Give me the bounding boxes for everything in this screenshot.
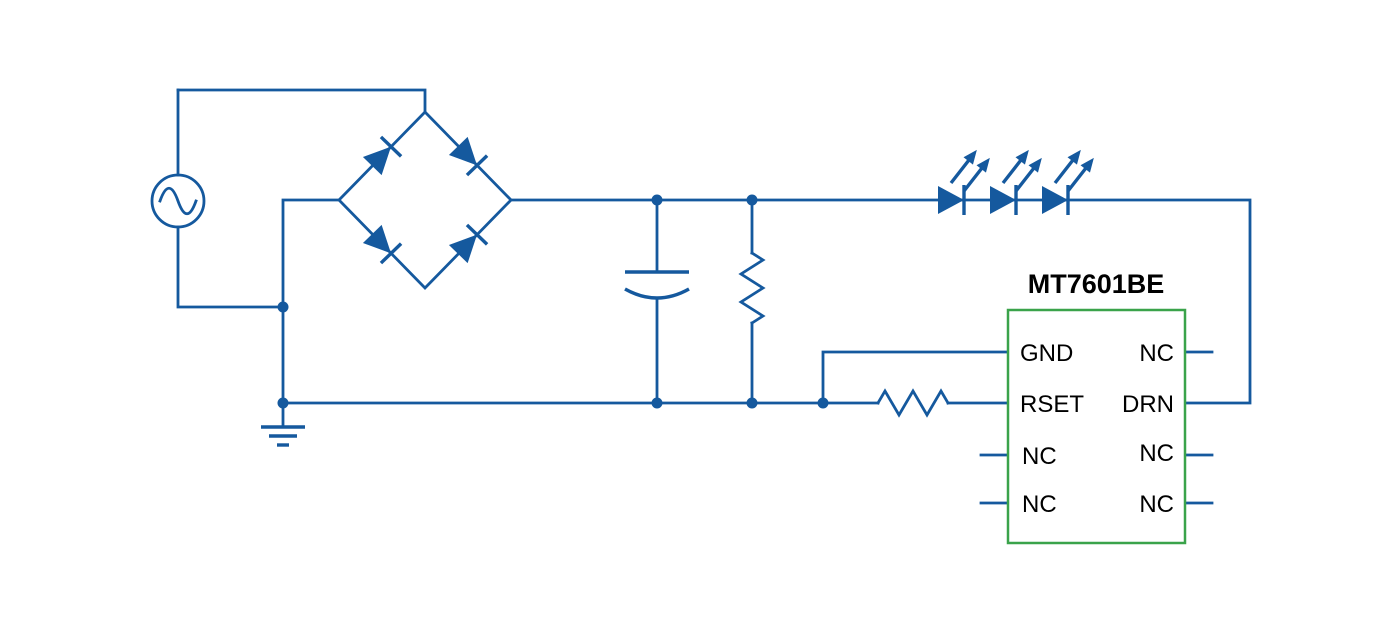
capacitor-bottom-plate: [624, 287, 690, 300]
diode-cathode-bar: [379, 242, 403, 265]
resistor-zigzag: [876, 388, 950, 418]
junction-dot: [277, 301, 289, 313]
led: [938, 149, 990, 215]
pin-label-rset: RSET: [1020, 391, 1084, 418]
emission-arrow-icon: [949, 149, 977, 185]
wire-segment: [281, 198, 341, 405]
emission-arrow-icon: [962, 157, 990, 193]
led-triangle: [1042, 186, 1068, 214]
diode-top-right: [448, 136, 489, 177]
diode-bottom-left: [362, 224, 403, 265]
arrow-head: [1080, 157, 1094, 173]
bridge-rectifier: [337, 109, 513, 291]
arrow-shaft: [962, 166, 984, 193]
diode-cathode-bar: [465, 154, 489, 177]
bridge-diamond: [337, 109, 513, 291]
emission-arrow-icon: [1001, 149, 1029, 185]
pin-label-nc: NC: [1139, 340, 1174, 367]
wires: [176, 88, 1252, 405]
junction-dot: [277, 397, 289, 409]
pin-label-nc: NC: [1022, 443, 1057, 470]
arrow-shaft: [1053, 158, 1075, 185]
diode-bottom-right: [448, 223, 489, 264]
arrow-head: [1028, 157, 1042, 173]
emission-arrow-icon: [1014, 157, 1042, 193]
arrow-shaft: [949, 158, 971, 185]
arrow-shaft: [1014, 166, 1036, 193]
ac-source: [150, 173, 206, 229]
ac-source-circle: [150, 173, 206, 229]
emission-arrow-icon: [1053, 149, 1081, 185]
junction-dot: [746, 397, 758, 409]
arrow-shaft: [1066, 166, 1088, 193]
diode-cathode-bar: [379, 135, 403, 158]
diode-triangle: [362, 224, 392, 254]
ic-body: [1006, 308, 1187, 545]
rset-resistor: [876, 388, 950, 418]
pin-label-drn: DRN: [1122, 391, 1174, 418]
resistor-zigzag: [738, 251, 766, 325]
pin-label-gnd: GND: [1020, 340, 1073, 367]
pin-label-nc: NC: [1022, 491, 1057, 518]
emission-arrow-icon: [1066, 157, 1094, 193]
led: [990, 149, 1042, 215]
junction-dot: [651, 194, 663, 206]
ic-mt7601be: MT7601BE GND RSET NC NC NC DRN NC NC: [979, 269, 1214, 545]
pin-label-nc: NC: [1139, 491, 1174, 518]
junction-dots: [277, 194, 829, 409]
led: [1042, 149, 1094, 215]
diode-triangle: [362, 146, 392, 176]
arrow-head: [963, 149, 977, 165]
led-triangle: [990, 186, 1016, 214]
diode-triangle: [448, 234, 478, 264]
ic-title: MT7601BE: [1028, 269, 1165, 299]
wire-segment: [509, 198, 1252, 405]
led-string: [938, 149, 1094, 215]
diode-cathode-bar: [465, 223, 489, 246]
pin-label-nc: NC: [1139, 440, 1174, 467]
arrow-shaft: [1001, 158, 1023, 185]
wire-segment: [176, 225, 285, 309]
diode-top-left: [362, 135, 403, 176]
arrow-head: [1067, 149, 1081, 165]
junction-dot: [746, 194, 758, 206]
wire-segment: [176, 88, 427, 114]
junction-dot: [817, 397, 829, 409]
bleeder-resistor: [738, 251, 766, 325]
arrow-head: [976, 157, 990, 173]
wire-segment: [821, 350, 1010, 405]
ground-icon: [261, 401, 305, 447]
junction-dot: [651, 397, 663, 409]
diode-triangle: [448, 136, 478, 166]
sine-wave-icon: [158, 186, 198, 216]
arrow-head: [1015, 149, 1029, 165]
ic-pin-stubs: [979, 350, 1214, 505]
led-triangle: [938, 186, 964, 214]
filter-capacitor: [624, 270, 690, 300]
